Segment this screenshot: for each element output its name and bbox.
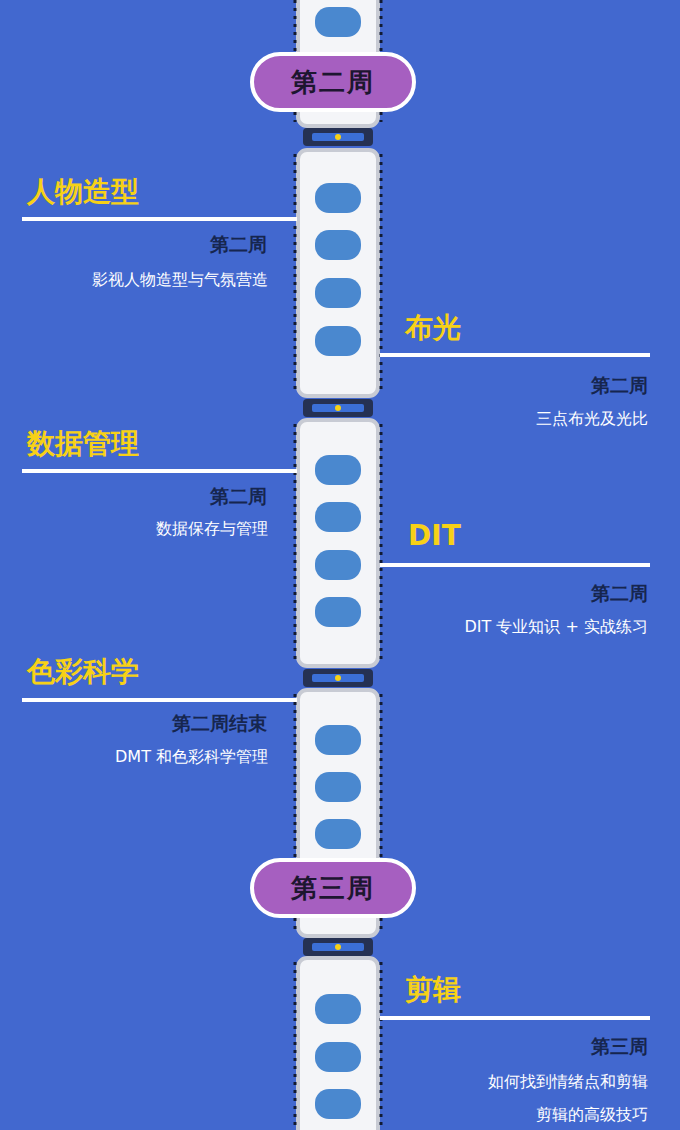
topic-heading: 人物造型: [27, 175, 139, 209]
topic-description: 数据保存与管理: [156, 519, 268, 538]
film-window: [315, 1089, 361, 1119]
strip-joint: [303, 399, 373, 417]
film-window: [315, 326, 361, 356]
week-tag: 第二周: [210, 485, 267, 508]
film-window: [315, 230, 361, 260]
topic-heading: DIT: [408, 519, 461, 553]
topic-heading: 数据管理: [27, 427, 139, 461]
heading-rule: [22, 217, 297, 221]
perforation: [380, 962, 383, 1130]
joint-dot: [335, 944, 341, 950]
heading-rule: [22, 469, 297, 473]
joint-dot: [335, 134, 341, 140]
joint-slot: [312, 404, 364, 412]
week-tag: 第二周结束: [172, 712, 267, 735]
perforation: [294, 154, 297, 392]
week-label: 第三周: [291, 871, 375, 906]
heading-rule: [380, 563, 650, 567]
strip-joint: [303, 669, 373, 687]
film-window: [315, 597, 361, 627]
film-window: [315, 183, 361, 213]
film-frame: [298, 150, 378, 396]
topic-description: 剪辑的高级技巧: [536, 1105, 648, 1124]
topic-description: 三点布光及光比: [536, 409, 648, 428]
topic-description: DIT 专业知识 + 实战练习: [465, 617, 648, 636]
film-frame: [298, 958, 378, 1130]
topic-description: 如何找到情绪点和剪辑: [488, 1072, 648, 1091]
week-pill: 第三周: [250, 858, 416, 918]
film-frame: [298, 420, 378, 666]
joint-slot: [312, 133, 364, 141]
film-window: [315, 7, 361, 37]
film-window: [315, 502, 361, 532]
film-window: [315, 994, 361, 1024]
film-window: [315, 1042, 361, 1072]
heading-rule: [380, 1016, 650, 1020]
perforation: [294, 962, 297, 1130]
topic-description: 影视人物造型与气氛营造: [92, 270, 268, 289]
film-window: [315, 772, 361, 802]
joint-slot: [312, 674, 364, 682]
joint-slot: [312, 943, 364, 951]
perforation: [380, 424, 383, 662]
film-window: [315, 550, 361, 580]
heading-rule: [380, 353, 650, 357]
perforation: [294, 424, 297, 662]
week-label: 第二周: [291, 65, 375, 100]
joint-dot: [335, 405, 341, 411]
topic-heading: 布光: [405, 311, 461, 345]
joint-dot: [335, 675, 341, 681]
film-window: [315, 278, 361, 308]
week-tag: 第二周: [591, 374, 648, 397]
week-pill: 第二周: [250, 52, 416, 112]
week-tag: 第三周: [591, 1035, 648, 1058]
week-tag: 第二周: [210, 233, 267, 256]
film-window: [315, 455, 361, 485]
heading-rule: [22, 698, 297, 702]
week-tag: 第二周: [591, 582, 648, 605]
strip-joint: [303, 938, 373, 956]
topic-description: DMT 和色彩科学管理: [115, 747, 268, 766]
film-window: [315, 819, 361, 849]
strip-joint: [303, 128, 373, 146]
topic-heading: 剪辑: [405, 973, 461, 1007]
film-window: [315, 725, 361, 755]
topic-heading: 色彩科学: [27, 655, 139, 689]
